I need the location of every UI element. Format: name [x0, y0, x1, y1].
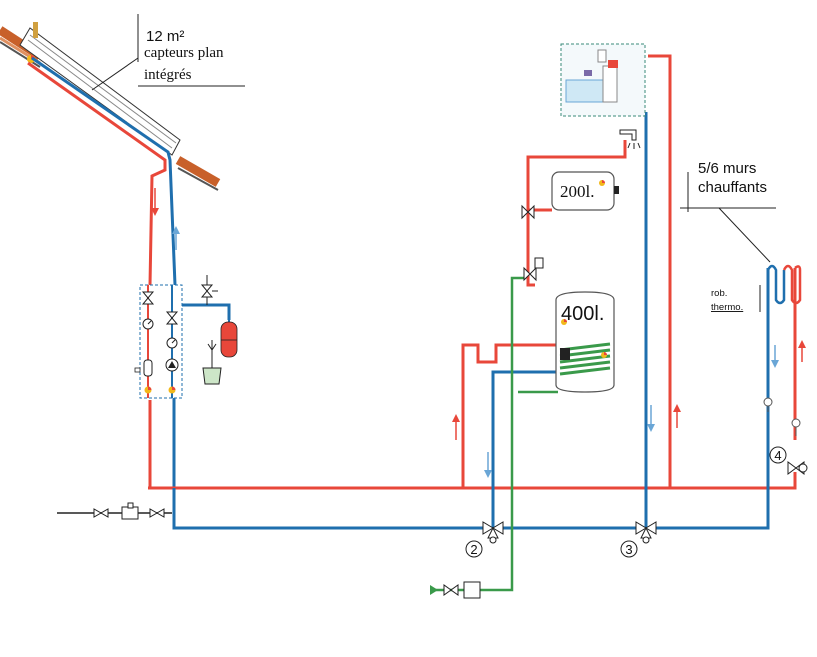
sensor-icon: [601, 352, 607, 358]
sensor-icon: [168, 386, 176, 394]
thermostat-label-line2: thermo.: [711, 302, 743, 313]
gauge-icon: [791, 418, 801, 436]
arrow-down-icon: [484, 452, 492, 478]
tap-icon: [619, 129, 641, 149]
cold-header-pipe: [172, 112, 770, 530]
arrow-up-icon: [673, 404, 681, 428]
sensor-icon: [599, 180, 605, 186]
walls-label: 5/6 murs chauffants: [680, 160, 776, 263]
flow-arrows: [151, 188, 806, 478]
collector-supply-pipe: [27, 61, 167, 488]
collectors-label: 12 m² capteurs plan intégrés: [91, 14, 245, 91]
hot-header-pipe: [148, 54, 797, 490]
valve-icon: [141, 291, 155, 305]
gauge-icon: [142, 318, 154, 330]
heating-wall-coil: [766, 264, 802, 305]
thermostat-label-line1: rob.: [711, 288, 727, 299]
collector-type-text-2: intégrés: [144, 67, 192, 83]
cold-water-inlet: [430, 581, 481, 599]
collector-area-text: 12 m²: [146, 28, 184, 45]
valve-number-4: 4: [769, 446, 787, 464]
tank-400l-label: 400l.: [561, 303, 604, 325]
gauge-icon: [763, 397, 773, 412]
thermostat-label: rob. thermo.: [711, 285, 761, 313]
collector-return-pipe: [31, 56, 177, 488]
valve-3-label: 3: [625, 542, 632, 557]
sensor-icon: [561, 319, 567, 325]
valve-number-3: 3: [620, 540, 638, 558]
arrow-down-icon: [771, 345, 779, 368]
expansion-vessel: [220, 305, 238, 358]
solar-pump-station: [134, 284, 183, 399]
heat-exchanger-coil: [559, 342, 611, 376]
solar-collector-panel: [19, 27, 181, 156]
three-way-valve-2[interactable]: [482, 521, 504, 544]
mixing-valve-icon[interactable]: [523, 257, 544, 282]
bathroom: [560, 43, 646, 117]
tank-200l: 200l.: [551, 171, 619, 211]
tank-400l: 400l.: [555, 291, 615, 393]
valve-2-label: 2: [470, 542, 477, 557]
gauge-icon: [166, 337, 178, 349]
arrow-down-icon: [151, 188, 159, 216]
filling-valve-icon: [93, 502, 165, 520]
roof-right: [175, 156, 221, 191]
tank-200l-label: 200l.: [560, 182, 594, 201]
drain-bucket-icon: [202, 340, 222, 385]
collector-type-text: capteurs plan: [144, 45, 224, 61]
valve-number-2: 2: [465, 540, 483, 558]
roof-ridge-vent: [33, 22, 38, 38]
flow-meter-icon: [143, 359, 153, 377]
valve-icon: [165, 311, 179, 325]
dhw-valve-icon: [521, 204, 535, 220]
sensor-icon: [144, 386, 152, 394]
safety-valve-icon: [200, 275, 218, 305]
arrow-up-icon: [452, 414, 460, 440]
cold-water-supply-pipe: [432, 276, 558, 592]
three-way-valve-4[interactable]: [787, 461, 808, 475]
roof-collectors: [0, 22, 221, 191]
arrow-up-icon: [172, 226, 180, 250]
walls-label-line1: 5/6 murs: [698, 160, 756, 177]
arrow-down-icon: [647, 405, 655, 432]
pump-icon[interactable]: [165, 358, 179, 372]
arrow-up-icon: [798, 340, 806, 362]
walls-label-line2: chauffants: [698, 179, 767, 196]
three-way-valve-3[interactable]: [635, 521, 657, 544]
valve-4-label: 4: [774, 448, 781, 463]
